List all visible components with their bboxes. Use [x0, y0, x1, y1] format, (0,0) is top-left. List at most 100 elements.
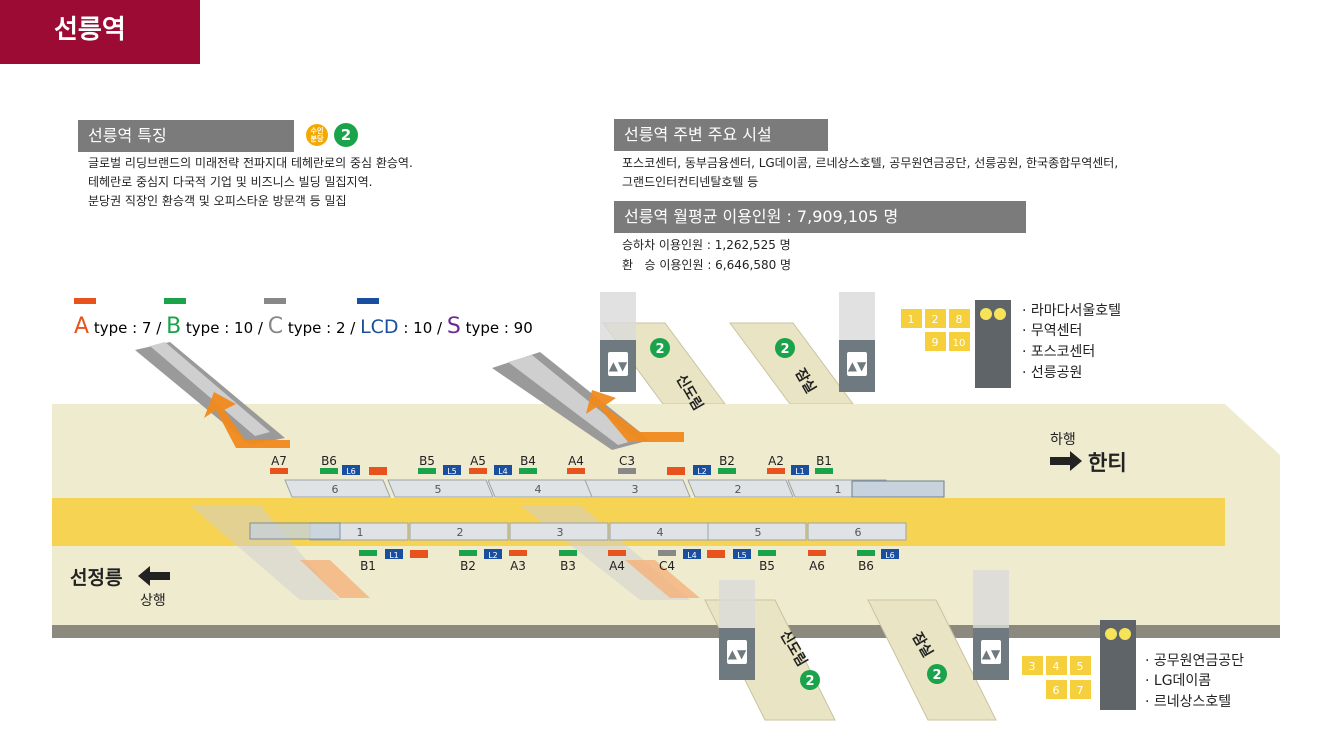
places-top: · 라마다서울호텔 · 무역센터 · 포스코센터 · 선릉공원 — [1022, 303, 1121, 381]
car-number: 4 — [535, 483, 542, 496]
ad-label: B4 — [520, 454, 536, 468]
svg-text:▲▼: ▲▼ — [609, 359, 628, 373]
exit-pillar-top — [975, 300, 1011, 388]
place-item: · 라마다서울호텔 — [1022, 303, 1121, 319]
escalator-center — [492, 352, 650, 450]
ad-swatch — [270, 468, 288, 474]
exit-number: 2 — [932, 313, 939, 326]
car-number: 5 — [435, 483, 442, 496]
ad-swatch — [469, 468, 487, 474]
ridership-line-2: 환 승 이용인원 : 6,646,580 명 — [622, 258, 792, 272]
legend-text-c: type : 2 / — [283, 319, 360, 337]
exit-number: 10 — [953, 338, 966, 349]
legend-swatch-lcd — [357, 298, 379, 304]
station-title: 선릉역 — [0, 0, 200, 64]
ad-label: B6 — [858, 559, 874, 573]
lower-concourse-edge — [52, 625, 1280, 638]
legend-letter-lcd: LCD — [360, 316, 398, 338]
train-engine — [249, 522, 341, 540]
ad-label: B5 — [419, 454, 435, 468]
down-arrow-center — [625, 560, 700, 598]
car-number: 6 — [855, 526, 862, 539]
lcd-label: L1 — [389, 551, 399, 560]
legend-swatches — [74, 298, 379, 304]
ad-label: B6 — [321, 454, 337, 468]
ridership-line-1: 승하차 이용인원 : 1,262,525 명 — [622, 238, 791, 252]
direction-up-label: 상행 — [140, 593, 166, 609]
lcd-box — [881, 549, 899, 559]
ad-swatch — [808, 550, 826, 556]
features-line-3: 분당권 직장인 환승객 및 오피스타운 방문객 등 밀집 — [88, 194, 347, 208]
facilities-heading: 선릉역 주변 주요 시설 — [614, 119, 828, 151]
direction-down-label: 하행 — [1050, 432, 1076, 448]
s-type-ad — [369, 467, 387, 475]
svg-text:▲▼: ▲▼ — [982, 647, 1001, 661]
place-item: · LG데이콤 — [1145, 673, 1211, 689]
legend-swatch-b — [164, 298, 186, 304]
legend-letter-c: C — [268, 314, 283, 339]
up-arrow-center — [586, 390, 684, 442]
ad-swatch — [608, 550, 626, 556]
ad-label: B2 — [460, 559, 476, 573]
ad-swatch — [658, 550, 676, 556]
facilities-line-1: 포스코센터, 동부금융센터, LG데이콤, 르네상스호텔, 공무원연금공단, 선… — [622, 156, 1119, 170]
legend-swatch-c — [264, 298, 286, 304]
legend-text-a: type : 7 / — [89, 319, 166, 337]
ad-label: B3 — [560, 559, 576, 573]
exit-numbers-top: 1 2 8 9 10 — [901, 309, 970, 351]
lcd-box — [443, 465, 461, 475]
ad-swatch — [519, 468, 537, 474]
legend-text-s: type : 90 — [461, 319, 533, 337]
ad-swatch — [758, 550, 776, 556]
ad-swatch — [320, 468, 338, 474]
elevator-bottom-right: ▲▼ — [973, 570, 1009, 680]
ad-swatch — [815, 468, 833, 474]
lcd-label: L6 — [346, 467, 356, 476]
direction-up: 선정릉 상행 — [70, 566, 170, 609]
svg-text:▲▼: ▲▼ — [848, 359, 867, 373]
ad-swatch — [509, 550, 527, 556]
legend-text-b: type : 10 / — [181, 319, 268, 337]
car-number: 2 — [457, 526, 464, 539]
exit-number: 6 — [1053, 684, 1060, 697]
legend-swatch-a — [74, 298, 96, 304]
ad-swatch — [459, 550, 477, 556]
line-number: 2 — [780, 342, 789, 357]
exit-number: 9 — [932, 336, 939, 349]
features-heading: 선릉역 특징 — [78, 120, 294, 152]
s-type-ad — [410, 550, 428, 558]
lcd-box — [342, 465, 360, 475]
train-car — [509, 522, 609, 541]
line-number: 2 — [805, 674, 814, 689]
legend-letter-b: B — [166, 314, 181, 339]
exit-number: 8 — [956, 313, 963, 326]
place-item: · 르네상스호텔 — [1145, 694, 1231, 710]
exit-numbers-bottom: 3 4 5 6 7 — [1022, 656, 1091, 699]
lcd-label: L2 — [697, 467, 707, 476]
down-arrow-left — [300, 560, 370, 598]
s-type-ad — [707, 550, 725, 558]
arrow-right-icon — [1050, 451, 1082, 471]
upper-walkways — [602, 322, 854, 405]
car-number: 3 — [632, 483, 639, 496]
car-number: 3 — [557, 526, 564, 539]
ad-label: B5 — [759, 559, 775, 573]
exit-number: 1 — [908, 313, 915, 326]
lcd-box — [484, 549, 502, 559]
ad-swatch — [857, 550, 875, 556]
lcd-label: L1 — [795, 467, 805, 476]
lcd-label: L4 — [687, 551, 697, 560]
place-item: · 포스코센터 — [1022, 344, 1095, 360]
line-number: 2 — [932, 668, 941, 683]
ad-swatch — [718, 468, 736, 474]
train-car — [807, 522, 907, 541]
legend-text-lcd: : 10 / — [399, 319, 447, 337]
elevator-bottom-left: ▲▼ — [719, 580, 755, 680]
exit-pillar-bottom — [1100, 620, 1136, 710]
ad-label: A4 — [609, 559, 625, 573]
arrow-left-icon — [138, 566, 170, 586]
